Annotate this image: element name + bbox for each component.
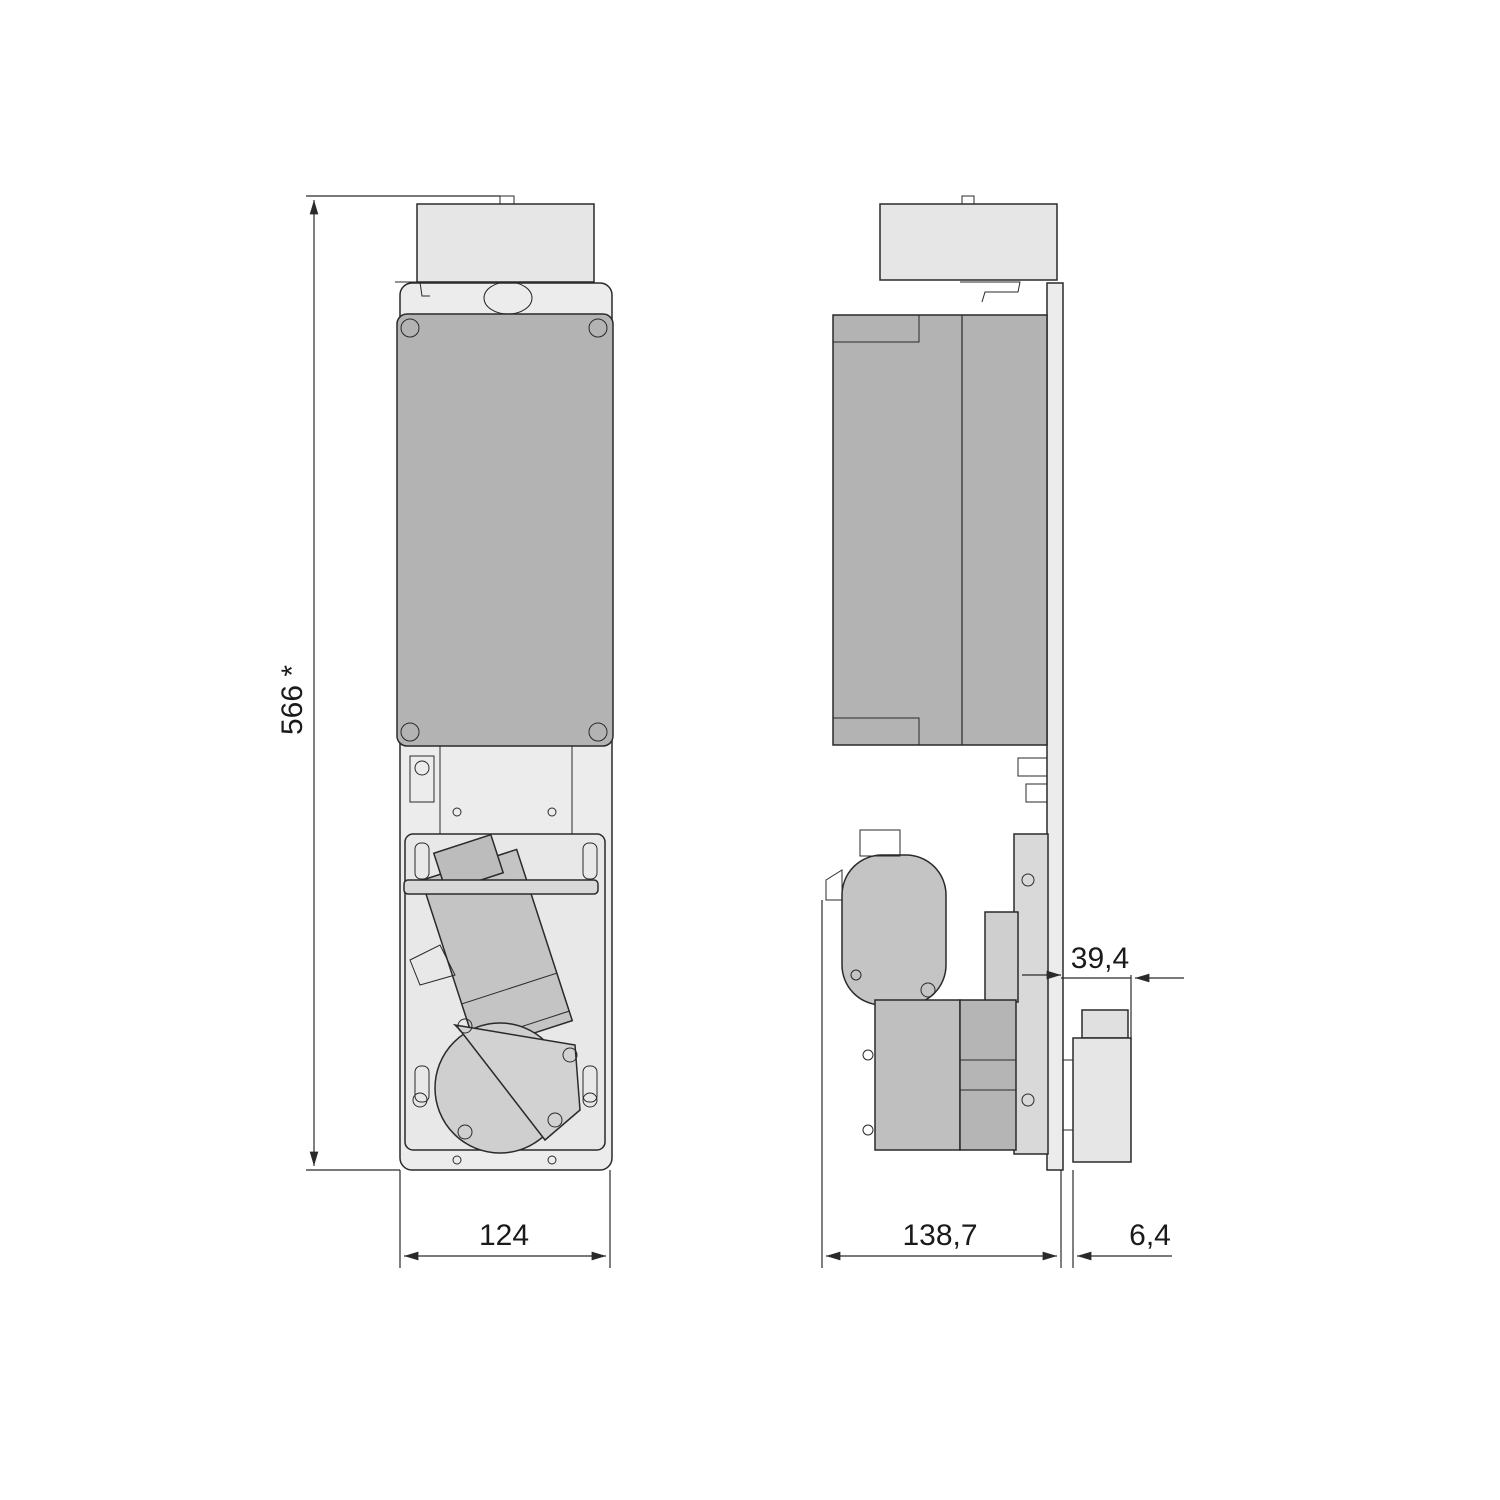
housing-notch-top xyxy=(833,315,920,343)
side-motor xyxy=(825,829,947,1006)
side-terminal xyxy=(1017,757,1048,777)
offset-label: 39,4 xyxy=(1071,942,1129,975)
side-screw-1 xyxy=(862,1049,874,1061)
plate-hole-1 xyxy=(452,807,462,817)
frame-slot-tl xyxy=(414,842,430,880)
frame-slot-bl xyxy=(414,1065,430,1103)
housing-notch-bottom xyxy=(833,717,920,745)
side-gearbox xyxy=(874,999,961,1151)
front-motor xyxy=(420,833,574,1053)
plate-hole-4 xyxy=(547,1155,557,1165)
dimension-height: 566 * xyxy=(276,195,500,1171)
dimension-front-width: 124 xyxy=(399,1170,611,1268)
housing-screw-br xyxy=(588,722,608,742)
front-control-housing xyxy=(396,313,614,747)
gear-screw-4 xyxy=(457,1124,473,1140)
front-width-label: 124 xyxy=(479,1219,529,1252)
dimension-side-depth: 138,7 xyxy=(821,900,1062,1268)
front-crossbar xyxy=(403,879,599,895)
side-top-box xyxy=(879,203,1058,281)
plate-thickness-label: 6,4 xyxy=(1129,1219,1171,1252)
dimension-offset: 39,4 xyxy=(1022,942,1184,1040)
side-top-screw xyxy=(961,195,975,205)
side-connector xyxy=(1062,1059,1074,1131)
terminal-block xyxy=(409,755,435,803)
terminal-screw xyxy=(414,760,430,776)
front-top-box xyxy=(416,203,595,283)
side-screw-3 xyxy=(1021,873,1035,887)
front-top-clip xyxy=(395,281,430,297)
frame-slot-tr xyxy=(582,842,598,880)
front-lever xyxy=(409,944,456,986)
gear-screw-1 xyxy=(457,1018,473,1034)
side-view xyxy=(825,195,1132,1171)
side-depth-label: 138,7 xyxy=(902,1219,977,1252)
side-bracket-plate xyxy=(984,911,1019,1003)
gear-screw-2 xyxy=(562,1047,578,1063)
side-drive-bracket xyxy=(1013,833,1049,1155)
frame-slot-br xyxy=(582,1065,598,1103)
side-top-clip xyxy=(960,281,1021,303)
side-external-block xyxy=(1072,1037,1132,1163)
front-top-screw xyxy=(499,195,515,205)
dimension-plate-thickness: 6,4 xyxy=(1072,1170,1172,1268)
side-control-housing xyxy=(832,314,1048,746)
gear-screw-3 xyxy=(547,1112,563,1128)
side-cap xyxy=(1081,1009,1129,1039)
side-mount-plate xyxy=(1046,282,1064,1171)
front-view xyxy=(395,195,614,1171)
height-label: 566 * xyxy=(276,665,309,735)
plate-hole-2 xyxy=(547,807,557,817)
housing-screw-tl xyxy=(400,318,420,338)
housing-screw-bl xyxy=(400,722,420,742)
side-gear-stack xyxy=(959,999,1017,1151)
frame-screw-l xyxy=(412,1092,428,1108)
plate-hole-3 xyxy=(452,1155,462,1165)
side-screw-2 xyxy=(862,1124,874,1136)
frame-screw-r xyxy=(582,1092,598,1108)
side-screw-4 xyxy=(1021,1093,1035,1107)
housing-screw-tr xyxy=(588,318,608,338)
side-terminal-2 xyxy=(1025,783,1048,803)
